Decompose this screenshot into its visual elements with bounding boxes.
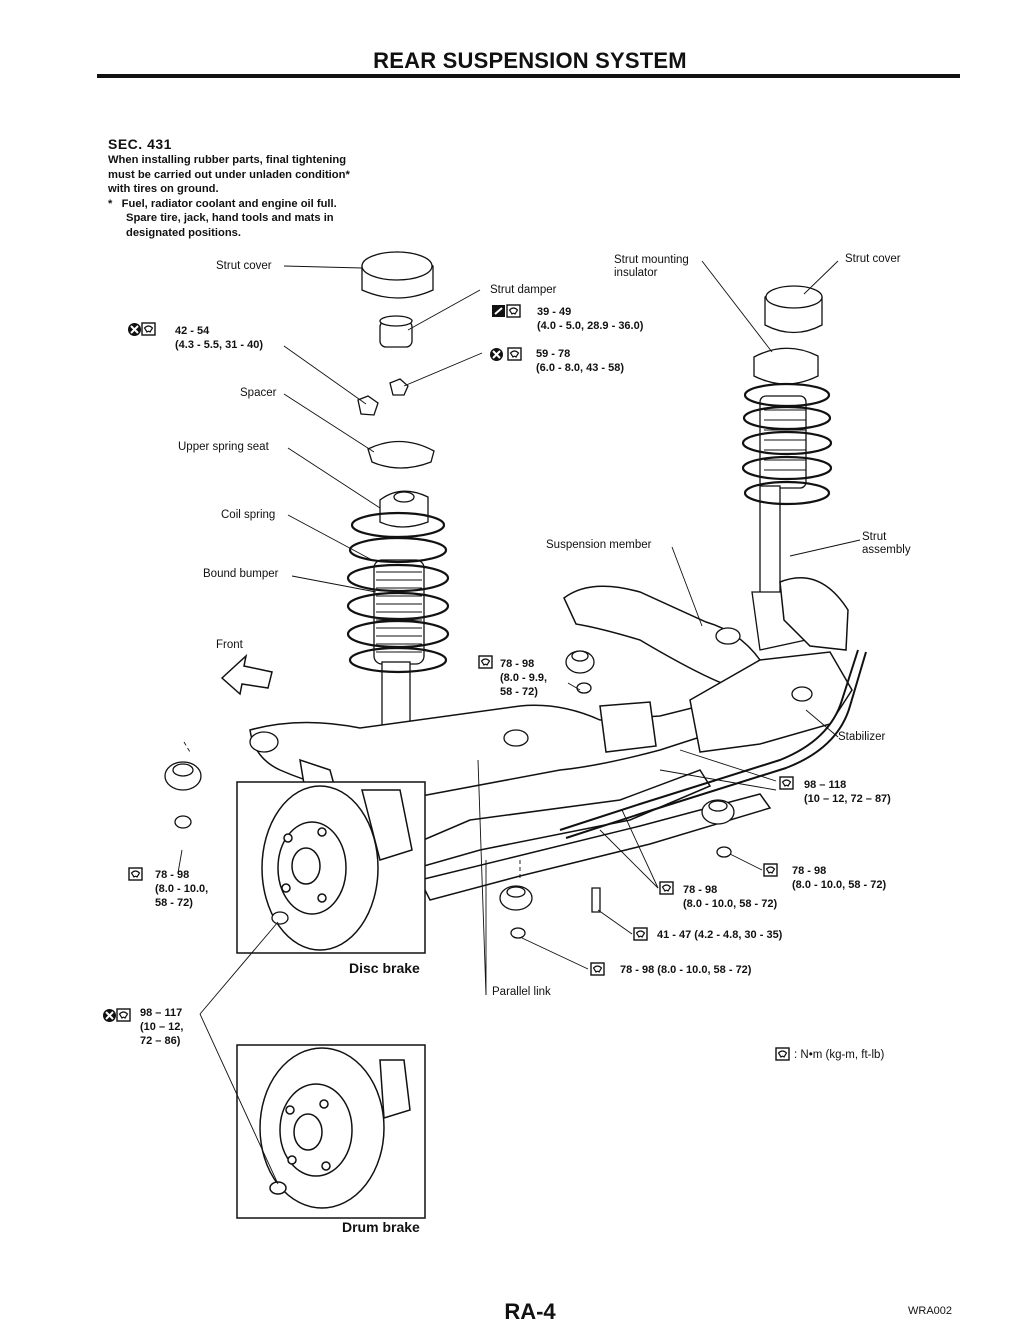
label-coil-spring: Coil spring — [221, 509, 276, 521]
note-line: Spare tire, jack, hand tools and mats in — [126, 212, 334, 225]
page-number: RA-4 — [504, 1299, 556, 1324]
torque-piston-rod-nut: 59 - 78(6.0 - 8.0, 43 - 58) — [536, 348, 625, 374]
bound-bumper-ribs — [376, 571, 422, 653]
note-line: must be carried out under unladen condit… — [108, 168, 350, 181]
strut-parts-left — [357, 251, 435, 783]
torque-parallel-link-inner: 98 – 118(10 – 12, 72 – 87) — [804, 779, 891, 805]
coil-spring-left — [346, 511, 450, 674]
caption-drum-brake: Drum brake — [342, 1219, 420, 1235]
label-stabilizer: Stabilizer — [838, 731, 886, 743]
label-suspension-member: Suspension member — [546, 539, 652, 551]
figure-code: WRA002 — [908, 1305, 953, 1317]
front-arrow — [220, 653, 273, 696]
torque-strut-nut: 42 - 54(4.3 - 5.5, 31 - 40) — [175, 325, 264, 351]
notes-block: When installing rubber parts, final tigh… — [108, 153, 350, 241]
note-line: * Fuel, radiator coolant and engine oil … — [108, 197, 337, 210]
torque-icons — [102, 304, 794, 1061]
torque-rear-mount: 78 - 98(8.0 - 10.0, 58 - 72) — [792, 865, 887, 891]
mount-bushings — [164, 627, 813, 939]
torque-legend: : N•m (kg-m, ft-lb) — [794, 1049, 885, 1061]
stabilizer-bar — [559, 649, 867, 839]
label-upper-spring-seat: Upper spring seat — [178, 441, 269, 453]
label-parallel-link: Parallel link — [492, 986, 551, 998]
hub-nut — [271, 911, 289, 925]
torque-stabilizer-bracket: 41 - 47 (4.2 - 4.8, 30 - 35) — [657, 929, 783, 941]
note-line: with tires on ground. — [108, 183, 219, 196]
note-line: When installing rubber parts, final tigh… — [108, 154, 347, 166]
label-spacer: Spacer — [240, 387, 277, 399]
label-front: Front — [216, 639, 243, 651]
torque-wheel-nut: 98 – 117(10 – 12,72 – 86) — [140, 1007, 184, 1047]
torque-front-mount: 78 - 98(8.0 - 10.0,58 - 72) — [155, 869, 209, 909]
label-strut-cover-right: Strut cover — [845, 253, 901, 265]
section-number: SEC. 431 — [108, 136, 172, 152]
drum-brake-inset — [236, 1044, 426, 1219]
torque-stabilizer-connecting: 78 - 98(8.0 - 10.0, 58 - 72) — [683, 884, 778, 910]
title-rule — [97, 74, 960, 78]
leader-lines — [177, 260, 861, 1185]
caption-disc-brake: Disc brake — [349, 960, 420, 976]
coil-spring-right — [741, 382, 833, 506]
disc-brake-inset — [236, 781, 426, 954]
page-title: REAR SUSPENSION SYSTEM — [373, 48, 687, 73]
torque-member-mount: 78 - 98(8.0 - 9.9,58 - 72) — [500, 658, 548, 698]
label-bound-bumper: Bound bumper — [203, 568, 279, 580]
label-strut-cover: Strut cover — [216, 260, 272, 272]
torque-strut-damper: 39 - 49(4.0 - 5.0, 28.9 - 36.0) — [537, 306, 644, 332]
torque-member-bolt: 78 - 98 (8.0 - 10.0, 58 - 72) — [620, 964, 752, 976]
label-strut-damper: Strut damper — [490, 284, 557, 296]
suspension-member — [249, 577, 853, 901]
note-line: designated positions. — [126, 226, 241, 239]
